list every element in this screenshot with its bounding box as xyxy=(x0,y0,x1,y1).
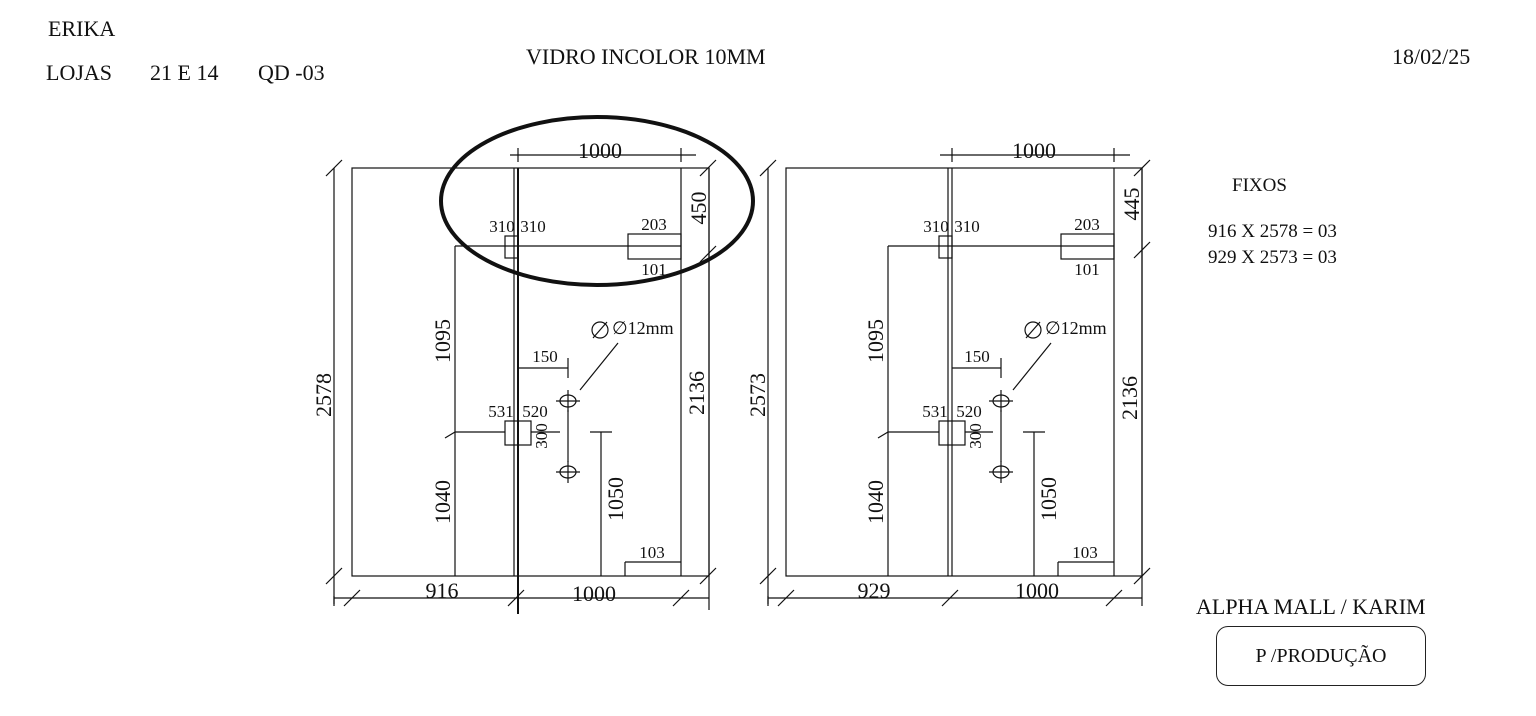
fixos-line-1: 916 X 2578 = 03 xyxy=(1208,221,1337,242)
a-hole-offset: 150 xyxy=(532,347,558,366)
a-patch-bottom: 101 xyxy=(641,260,667,279)
a-bottom-left: 916 xyxy=(426,578,459,603)
b-hole-diameter: ∅12mm xyxy=(1045,318,1107,338)
drawing-a-frame xyxy=(325,115,755,614)
production-stamp-text: P /PRODUÇÃO xyxy=(1255,644,1387,667)
project-label: ALPHA MALL / KARIM xyxy=(1196,594,1426,619)
b-patch-bottom: 101 xyxy=(1074,260,1100,279)
b-right-height: 2136 xyxy=(1117,376,1142,420)
b-bottom-left: 929 xyxy=(858,578,891,603)
client-name: ERIKA xyxy=(48,16,116,41)
b-bottom-right: 1000 xyxy=(1015,578,1059,603)
a-left-lower: 1040 xyxy=(430,480,455,524)
b-lock-left: 531 xyxy=(922,402,948,421)
a-hole-spacing: 300 xyxy=(532,423,551,449)
a-top-width: 1000 xyxy=(578,138,622,163)
b-height-total: 2573 xyxy=(745,373,770,417)
b-patch-top: 203 xyxy=(1074,215,1100,234)
b-top-width: 1000 xyxy=(1012,138,1056,163)
a-right-height: 2136 xyxy=(684,371,709,415)
fixos-line-2: 929 X 2573 = 03 xyxy=(1208,247,1337,268)
a-patch-top: 203 xyxy=(641,215,667,234)
b-handle-height: 1050 xyxy=(1036,477,1061,521)
a-hinge-left: 310 xyxy=(489,217,515,236)
a-bottom-patch: 103 xyxy=(639,543,665,562)
a-left-upper: 1095 xyxy=(430,319,455,363)
b-hole-spacing: 300 xyxy=(966,423,985,449)
a-top-gap: 450 xyxy=(686,192,711,225)
b-left-upper: 1095 xyxy=(863,319,888,363)
material-label: VIDRO INCOLOR 10MM xyxy=(526,44,766,69)
b-hinge-right: 310 xyxy=(954,217,980,236)
b-hole-offset: 150 xyxy=(964,347,990,366)
location-label: LOJAS xyxy=(46,60,113,85)
a-hole-diameter: ∅12mm xyxy=(612,318,674,338)
a-hinge-right: 310 xyxy=(520,217,546,236)
date-label: 18/02/25 xyxy=(1392,44,1471,69)
a-height-total: 2578 xyxy=(311,373,336,417)
b-top-gap: 445 xyxy=(1119,188,1144,221)
a-lock-left: 531 xyxy=(488,402,514,421)
b-bottom-patch: 103 xyxy=(1072,543,1098,562)
a-handle-height: 1050 xyxy=(603,477,628,521)
drawing-b-frame xyxy=(759,148,1151,607)
qd-label: QD -03 xyxy=(258,60,325,85)
units-label: 21 E 14 xyxy=(150,60,219,85)
b-left-lower: 1040 xyxy=(863,480,888,524)
a-bottom-right: 1000 xyxy=(572,581,616,606)
b-hinge-left: 310 xyxy=(923,217,949,236)
fixos-title: FIXOS xyxy=(1232,175,1287,196)
production-stamp: P /PRODUÇÃO xyxy=(1216,626,1426,686)
b-lock-right: 520 xyxy=(956,402,982,421)
a-lock-right: 520 xyxy=(522,402,548,421)
